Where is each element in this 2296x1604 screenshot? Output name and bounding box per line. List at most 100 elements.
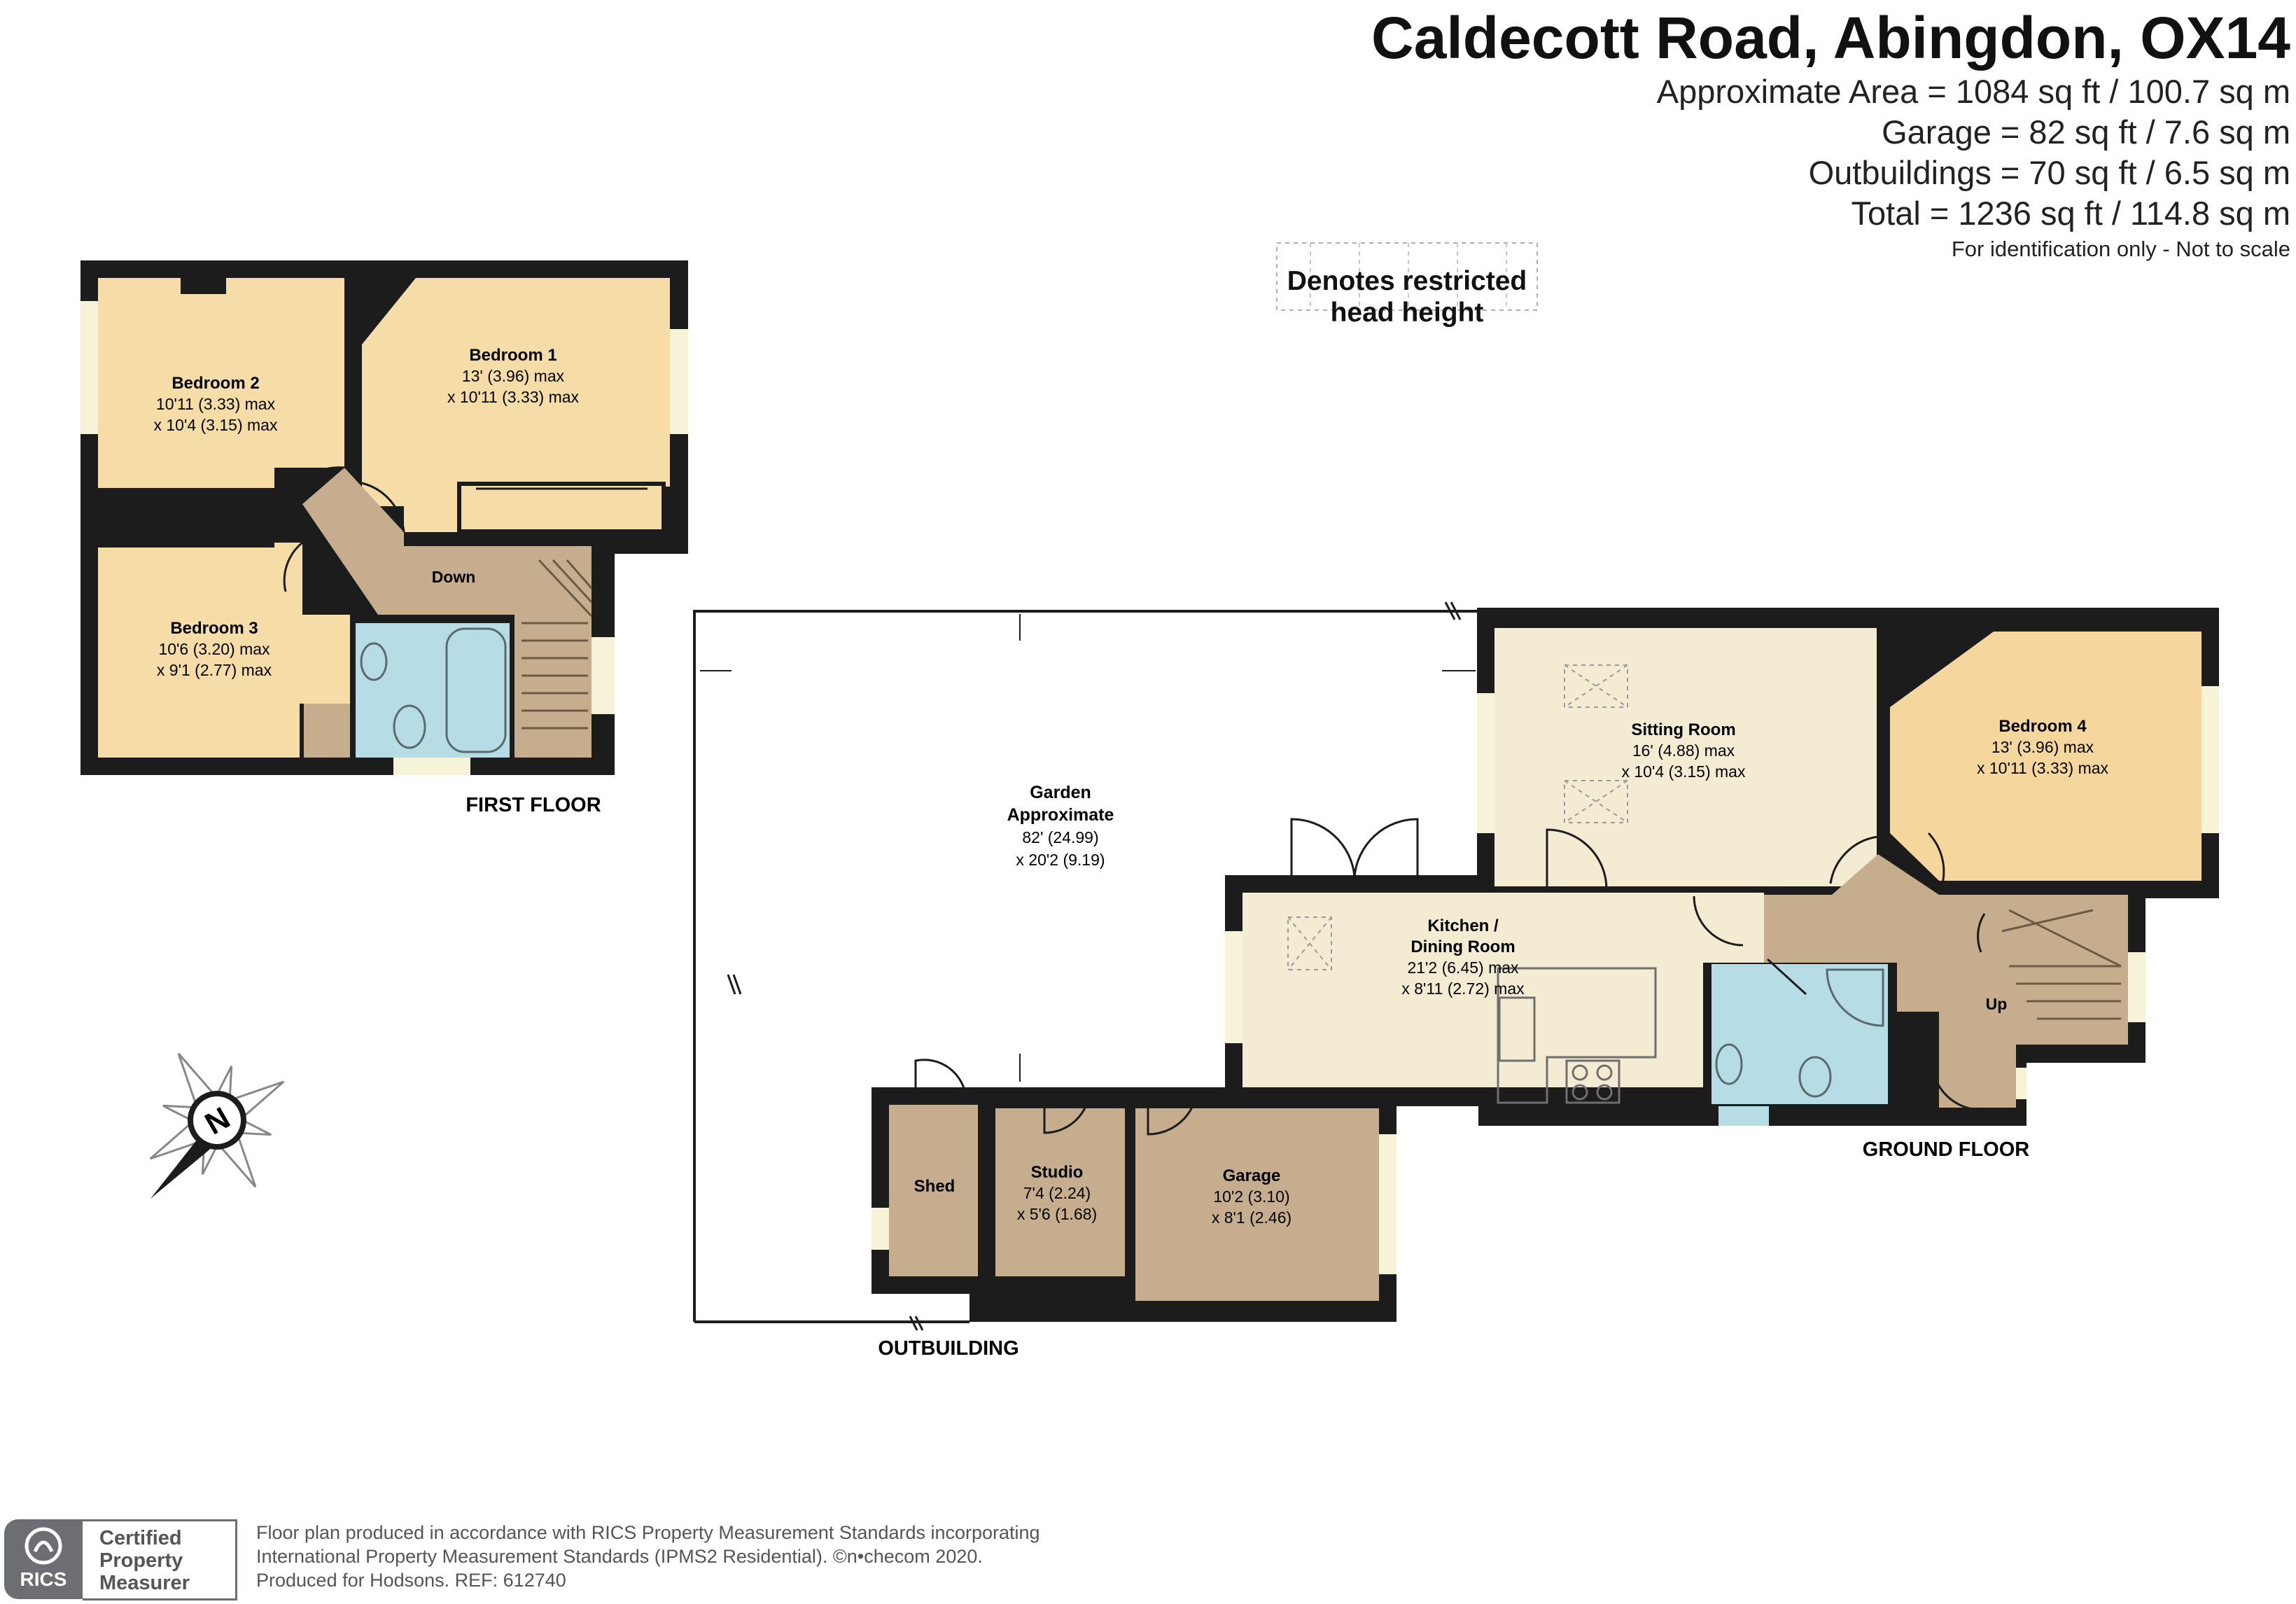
bedroom-1-dim1: 13' (3.96) max [462, 367, 565, 385]
french-doors [1290, 818, 1986, 1111]
studio-dim1: 7'4 (2.24) [1023, 1184, 1091, 1202]
bedroom-4-dim1: 13' (3.96) max [1991, 738, 2094, 756]
shower-tray [1826, 968, 1884, 1027]
outbuildings-area: Outbuildings = 70 sq ft / 6.5 sq m [1808, 154, 2290, 191]
ground-floor-label: GROUND FLOOR [1863, 1138, 2029, 1161]
restricted-head-height-marker [1287, 664, 1628, 970]
property-title: Caldecott Road, Abingdon, OX14 [1371, 5, 2290, 71]
window [592, 637, 615, 714]
window [872, 1208, 889, 1250]
garden-name: Garden [1030, 783, 1091, 802]
sitting-room-name: Sitting Room [1631, 720, 1735, 739]
window [1718, 1106, 1769, 1126]
footer-line-1: Floor plan produced in accordance with R… [256, 1522, 1040, 1543]
certified-measurer-badge: Certified Property Measurer [83, 1519, 237, 1600]
bedroom-2-name: Bedroom 2 [172, 374, 259, 393]
bedroom-1-floor [362, 278, 670, 532]
bedroom-3-floor [98, 543, 350, 758]
sitting-room-dim2: x 10'4 (3.15) max [1622, 762, 1746, 781]
bath [445, 627, 507, 753]
basin [1715, 1043, 1743, 1085]
legend-hatch [1276, 242, 1538, 311]
sitting-room-floor [1494, 628, 1877, 886]
kitchen-floor [1242, 893, 1764, 1087]
hall-floor [1764, 854, 2128, 1108]
compass-inner [193, 1096, 241, 1144]
bedroom-4-name: Bedroom 4 [1998, 717, 2087, 736]
toilet [393, 704, 426, 749]
disclaimer: For identification only - Not to scale [1951, 237, 2290, 261]
ground-floor-plan: Sitting Room 16' (4.88) max x 10'4 (3.15… [1225, 608, 2219, 1161]
door-swing [283, 541, 303, 592]
window [2202, 686, 2219, 833]
rics-certified-badge: RICS Certified Property Measurer [4, 1519, 239, 1600]
badge-line-3: Measurer [99, 1572, 190, 1594]
kitchen-name-2: Dining Room [1410, 937, 1515, 956]
kitchen-dim1: 21'2 (6.45) max [1407, 958, 1519, 977]
garage-floor [1135, 1108, 1379, 1301]
window [670, 329, 688, 434]
door-swing [293, 466, 345, 491]
garden-plan: Garden Approximate 82' (24.99) x 20'2 (9… [693, 610, 1477, 1323]
bedroom-4-floor [1890, 632, 2202, 881]
garden-approximate: Approximate [1007, 805, 1114, 825]
hob-rings [1572, 1064, 1613, 1101]
first-floor-plan: Bedroom 2 10'11 (3.33) max x 10'4 (3.15)… [80, 260, 688, 816]
kitchen-dim2: x 8'11 (2.72) max [1401, 979, 1525, 998]
studio-dim2: x 5'6 (1.68) [1017, 1205, 1097, 1223]
window [1225, 931, 1242, 1043]
rics-logo: RICS [4, 1519, 83, 1599]
outbuilding-plan: Shed Studio 7'4 (2.24) x 5'6 (1.68) Gara… [872, 1059, 1396, 1360]
rics-logo-text: RICS [20, 1568, 67, 1590]
window [2016, 1068, 2026, 1099]
window [80, 301, 98, 434]
footer-notes: Floor plan produced in accordance with R… [256, 1521, 1040, 1592]
sitting-room-dim1: 16' (4.88) max [1632, 741, 1735, 760]
kitchen-sink [1498, 996, 1536, 1062]
garage-dim1: 10'2 (3.10) [1213, 1187, 1289, 1206]
rics-lion-icon [24, 1527, 62, 1565]
badge-line-2: Property [99, 1549, 183, 1572]
studio-floor [995, 1108, 1125, 1276]
bedroom-3-dim2: x 9'1 (2.77) max [157, 661, 272, 679]
bedroom-3-dim1: 10'6 (3.20) max [158, 640, 270, 658]
window [1477, 693, 1494, 833]
staircase [2001, 909, 2122, 1020]
bedroom-2-dim1: 10'11 (3.33) max [156, 395, 276, 413]
window [393, 758, 470, 775]
wardrobe [457, 482, 666, 533]
compass: N [149, 1052, 285, 1199]
landing-label: Down [432, 568, 476, 586]
bedroom-3-name: Bedroom 3 [170, 619, 258, 638]
door-swing [361, 482, 405, 533]
bedroom-4-dim2: x 10'11 (3.33) max [1977, 759, 2109, 777]
hall-label: Up [1986, 995, 2008, 1013]
bedroom-2-dim2: x 10'4 (3.15) max [154, 416, 278, 434]
legend-line-1: Denotes restricted [1287, 266, 1527, 296]
window [2128, 952, 2146, 1022]
restricted-height-legend: Denotes restricted head height [1275, 242, 1539, 328]
garage-dim2: x 8'1 (2.46) [1212, 1208, 1292, 1227]
legend-line-2: head height [1330, 298, 1484, 328]
first-floor-label: FIRST FLOOR [465, 794, 601, 816]
badge-line-1: Certified [99, 1527, 182, 1549]
boundary-break-marks [727, 601, 1462, 1331]
approximate-area: Approximate Area = 1084 sq ft / 100.7 sq… [1656, 73, 2290, 110]
shed-floor [889, 1105, 978, 1276]
kitchen-hob [1565, 1059, 1620, 1104]
bedroom-2-floor [98, 278, 344, 488]
garden-dim2: x 20'2 (9.19) [1016, 851, 1105, 869]
title-block: Caldecott Road, Abingdon, OX14 Approxima… [1371, 4, 2290, 265]
toilet [1798, 1056, 1832, 1098]
shed-name: Shed [914, 1177, 955, 1196]
garage-name: Garage [1223, 1166, 1281, 1185]
garden-dimension-arrows [700, 614, 1476, 1082]
studio-name: Studio [1031, 1163, 1084, 1182]
kitchen-name: Kitchen / [1427, 916, 1499, 935]
window [1379, 1134, 1396, 1274]
total-area: Total = 1236 sq ft / 114.8 sq m [1851, 195, 2290, 232]
garden-boundary [693, 610, 1477, 1322]
garden-dim1: 82' (24.99) [1022, 828, 1098, 846]
kitchen-counter [1497, 967, 1657, 1104]
